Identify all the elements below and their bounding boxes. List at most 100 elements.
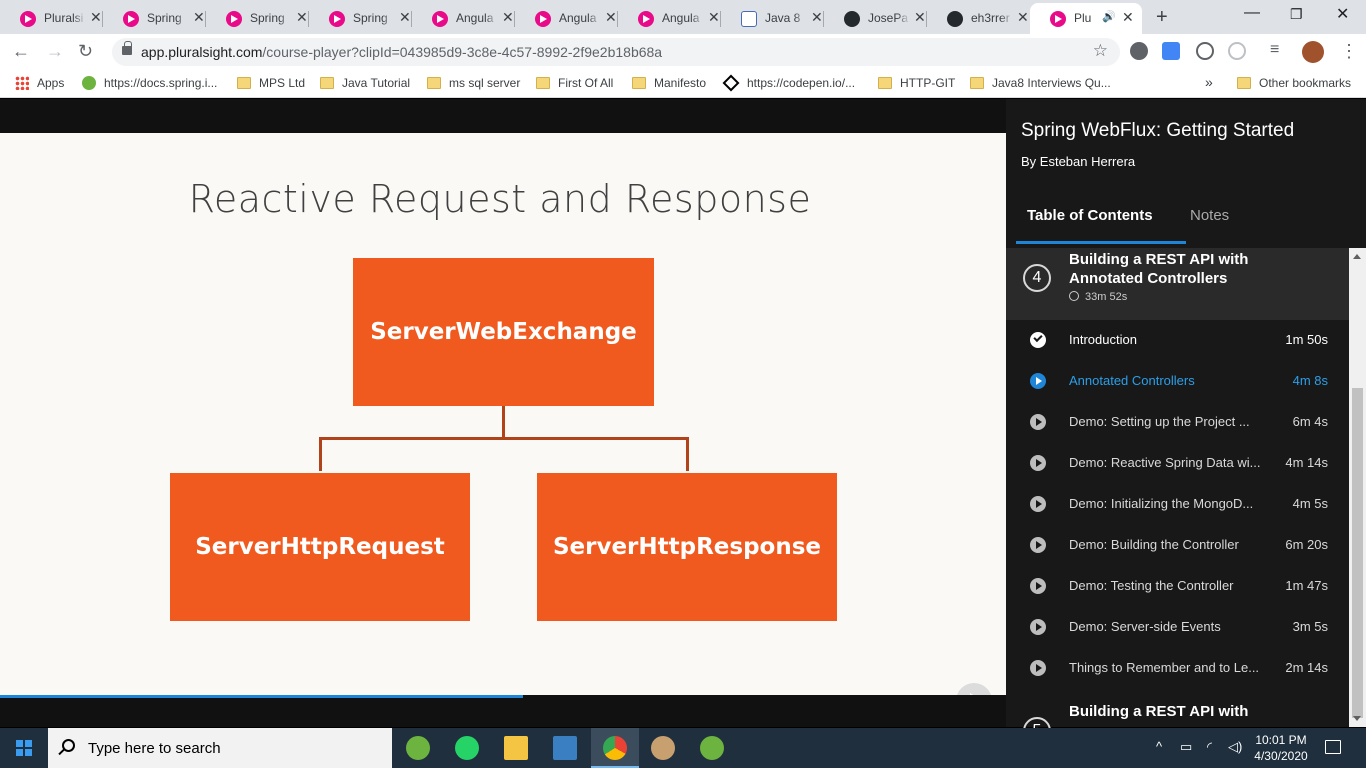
- address-bar[interactable]: app.pluralsight.com/course-player?clipId…: [112, 38, 1120, 66]
- close-tab-icon[interactable]: ✕: [296, 9, 308, 25]
- clip-item[interactable]: Demo: Setting up the Project ... 6m 4s: [1006, 402, 1349, 443]
- video-slide[interactable]: Reactive Request and Response ServerWebE…: [0, 133, 1006, 719]
- browser-tab[interactable]: JosePa ✕: [824, 3, 927, 34]
- windows-start-icon[interactable]: [16, 740, 32, 756]
- bookmark-item[interactable]: https://codepen.io/...: [722, 74, 855, 92]
- bookmark-item[interactable]: MPS Ltd: [237, 76, 305, 90]
- tab-title: Spring: [353, 11, 388, 25]
- browser-tab[interactable]: eh3rrer ✕: [927, 3, 1030, 34]
- sidebar-scrollbar[interactable]: [1349, 248, 1366, 727]
- clip-title: Demo: Server-side Events: [1069, 619, 1221, 634]
- bookmark-item[interactable]: https://docs.spring.i...: [82, 76, 217, 90]
- reload-icon[interactable]: ↻: [78, 41, 94, 61]
- battery-icon[interactable]: ▭: [1180, 739, 1193, 754]
- close-tab-icon[interactable]: ✕: [914, 9, 926, 25]
- close-tab-icon[interactable]: ✕: [502, 9, 514, 25]
- bookmark-item[interactable]: ms sql server: [427, 76, 520, 90]
- close-tab-icon[interactable]: ✕: [193, 9, 205, 25]
- module-header[interactable]: 4 Building a REST API with Annotated Con…: [1006, 248, 1349, 320]
- browser-tab[interactable]: Angula ✕: [618, 3, 721, 34]
- clip-title: Demo: Initializing the MongoD...: [1069, 496, 1254, 511]
- scroll-up-icon[interactable]: [1353, 254, 1361, 259]
- translate-icon[interactable]: [1162, 42, 1180, 60]
- file-explorer-icon[interactable]: [504, 736, 528, 760]
- tray-chevron-icon[interactable]: ^: [1156, 739, 1163, 754]
- clip-duration: 1m 50s: [1285, 332, 1328, 347]
- clip-item[interactable]: Demo: Server-side Events 3m 5s: [1006, 607, 1349, 648]
- volume-icon[interactable]: ◁): [1228, 739, 1243, 754]
- scrollbar-thumb[interactable]: [1352, 388, 1363, 718]
- speaker-icon[interactable]: 🔊: [1102, 11, 1116, 23]
- spring-tool-suite-icon[interactable]: [700, 736, 724, 760]
- bookmark-item[interactable]: HTTP-GIT: [878, 76, 955, 90]
- photos-icon[interactable]: [553, 736, 577, 760]
- close-tab-icon[interactable]: ✕: [1017, 9, 1029, 25]
- forward-icon[interactable]: →: [46, 41, 64, 61]
- close-window-icon[interactable]: ✕: [1336, 6, 1350, 23]
- clip-item[interactable]: Things to Remember and to Le... 2m 14s: [1006, 648, 1349, 689]
- module-header-next[interactable]: 5 Building a REST API with: [1006, 697, 1349, 745]
- new-tab-icon[interactable]: +: [1156, 6, 1168, 28]
- bookmark-star-icon[interactable]: ☆: [1092, 41, 1108, 60]
- taskbar-search[interactable]: Type here to search: [48, 728, 392, 768]
- other-bookmarks[interactable]: Other bookmarks: [1237, 76, 1351, 90]
- pluralsight-icon: [123, 11, 139, 27]
- sidebar: Spring WebFlux: Getting Started By Esteb…: [1006, 99, 1366, 745]
- clip-item[interactable]: Demo: Building the Controller 6m 20s: [1006, 525, 1349, 566]
- tab-notes[interactable]: Notes: [1190, 207, 1230, 224]
- close-tab-icon[interactable]: ✕: [90, 9, 102, 25]
- bookmark-item[interactable]: Java8 Interviews Qu...: [970, 76, 1111, 90]
- minimize-icon[interactable]: —: [1244, 4, 1260, 21]
- close-tab-icon[interactable]: ✕: [399, 9, 411, 25]
- close-tab-icon[interactable]: ✕: [605, 9, 617, 25]
- play-icon: [1030, 496, 1046, 512]
- back-icon[interactable]: ←: [12, 41, 30, 61]
- video-progress-track[interactable]: [0, 695, 1006, 727]
- clip-item-current[interactable]: Annotated Controllers 4m 8s: [1006, 361, 1349, 402]
- clip-item[interactable]: Demo: Reactive Spring Data wi... 4m 14s: [1006, 443, 1349, 484]
- taskbar-clock[interactable]: 10:01 PM 4/30/2020: [1250, 732, 1312, 764]
- bookmark-item[interactable]: Manifesto: [632, 76, 706, 90]
- scroll-down-icon[interactable]: [1353, 716, 1361, 721]
- clip-item[interactable]: Demo: Initializing the MongoD... 4m 5s: [1006, 484, 1349, 525]
- browser-tab[interactable]: Spring ✕: [103, 3, 206, 34]
- media-controls-icon[interactable]: ≡: [1270, 41, 1280, 58]
- paint-icon[interactable]: [651, 736, 675, 760]
- close-tab-icon[interactable]: ✕: [708, 9, 720, 25]
- extension-icon[interactable]: [1228, 42, 1246, 60]
- browser-tab[interactable]: Pluralsi ✕: [0, 3, 103, 34]
- extension-icon[interactable]: [1196, 42, 1214, 60]
- apps-grid-icon: [15, 76, 29, 90]
- bookmark-item[interactable]: Java Tutorial: [320, 76, 410, 90]
- play-icon: [1030, 660, 1046, 676]
- browser-tab[interactable]: Spring ✕: [206, 3, 309, 34]
- play-icon: [1030, 373, 1046, 389]
- tab-divider: [823, 11, 824, 27]
- close-tab-icon[interactable]: ✕: [1122, 9, 1134, 25]
- slide-title: Reactive Request and Response: [188, 177, 812, 221]
- browser-tab[interactable]: Angula ✕: [515, 3, 618, 34]
- menu-icon[interactable]: ⋮: [1340, 41, 1358, 61]
- notifications-icon[interactable]: [1325, 740, 1341, 754]
- url-text[interactable]: app.pluralsight.com/course-player?clipId…: [141, 44, 662, 60]
- clip-item[interactable]: Demo: Testing the Controller 1m 47s: [1006, 566, 1349, 607]
- bookmark-item[interactable]: Apps: [15, 76, 64, 90]
- extension-icon[interactable]: [1130, 42, 1148, 60]
- browser-tab[interactable]: Spring ✕: [309, 3, 412, 34]
- spring-tool-suite-icon[interactable]: [406, 736, 430, 760]
- wifi-icon[interactable]: ◜: [1207, 739, 1213, 754]
- browser-tab[interactable]: Java 8 ✕: [721, 3, 824, 34]
- restore-icon[interactable]: ❐: [1290, 6, 1303, 22]
- tab-table-of-contents[interactable]: Table of Contents: [1027, 207, 1153, 224]
- clip-item[interactable]: Introduction 1m 50s: [1006, 320, 1349, 361]
- bookmark-item[interactable]: First Of All: [536, 76, 613, 90]
- chrome-icon[interactable]: [603, 736, 627, 760]
- browser-tab[interactable]: Angula ✕: [412, 3, 515, 34]
- browser-tab-active[interactable]: Plu 🔊 ✕: [1030, 3, 1142, 34]
- whatsapp-icon[interactable]: [455, 736, 479, 760]
- avatar[interactable]: [1302, 41, 1324, 63]
- clip-title: Demo: Setting up the Project ...: [1069, 414, 1250, 429]
- folder-icon: [536, 77, 550, 89]
- close-tab-icon[interactable]: ✕: [811, 9, 823, 25]
- bookmarks-overflow-icon[interactable]: »: [1205, 74, 1213, 90]
